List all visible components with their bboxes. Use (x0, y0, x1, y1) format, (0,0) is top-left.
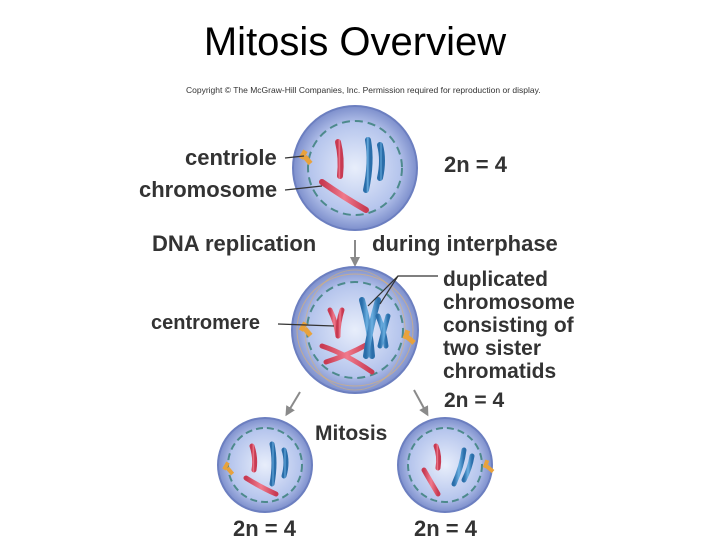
replicated-cell (291, 266, 419, 394)
leader-duplicated-2 (379, 275, 399, 305)
chromosome-blue-short (377, 142, 385, 181)
label-centromere: centromere (151, 312, 260, 334)
leader-chromosome (284, 185, 323, 191)
label-centriole: centriole (185, 145, 277, 170)
interphase-cell (292, 105, 418, 231)
label-duplicated-line-1: duplicated (443, 268, 549, 291)
nuclear-envelope-right (407, 427, 483, 503)
label-ploidy-right: 2n = 4 (414, 516, 477, 541)
label-duplicated-line-5: chromatids (443, 360, 557, 383)
duplicated-chromosome-red-1 (327, 307, 345, 339)
label-dna-replication: DNA replication (152, 231, 317, 256)
daughter-cell-left (217, 417, 313, 513)
chromosome-red-long (319, 179, 369, 213)
centriole-left (222, 461, 235, 476)
centriole-top (298, 149, 313, 166)
arrow-mitosis-right (413, 389, 429, 417)
daughter-cell-right (397, 417, 495, 513)
label-duplicated-line-3: consisting of (443, 314, 574, 337)
label-duplicated-chromosome: duplicated chromosome consisting of two … (443, 268, 575, 383)
duplicated-chromosome-blue-2 (375, 313, 391, 349)
centriole-middle-left (298, 321, 313, 338)
label-ploidy-middle: 2n = 4 (444, 389, 505, 412)
label-duplicated-line-4: two sister (443, 337, 542, 360)
leader-centriole (284, 155, 305, 159)
label-duplicated-line-2: chromosome (443, 291, 575, 314)
chromosome-blue-long (363, 137, 373, 193)
arrow-mitosis-left (285, 391, 301, 417)
copyright-notice: Copyright © The McGraw-Hill Companies, I… (186, 85, 541, 95)
leader-centromere (277, 323, 335, 327)
centriole-middle-right (402, 329, 416, 345)
label-ploidy-top: 2n = 4 (444, 152, 507, 177)
label-during-interphase: during interphase (372, 231, 558, 256)
centriole-right (482, 459, 495, 474)
duplicated-chromosome-red-2 (319, 341, 375, 375)
duplicated-chromosome-blue-1 (359, 297, 381, 359)
label-chromosome: chromosome (139, 177, 278, 202)
slide-title: Mitosis Overview (203, 20, 507, 64)
label-ploidy-left: 2n = 4 (233, 516, 296, 541)
chromosome-red-short (335, 139, 344, 179)
label-mitosis: Mitosis (315, 422, 388, 445)
